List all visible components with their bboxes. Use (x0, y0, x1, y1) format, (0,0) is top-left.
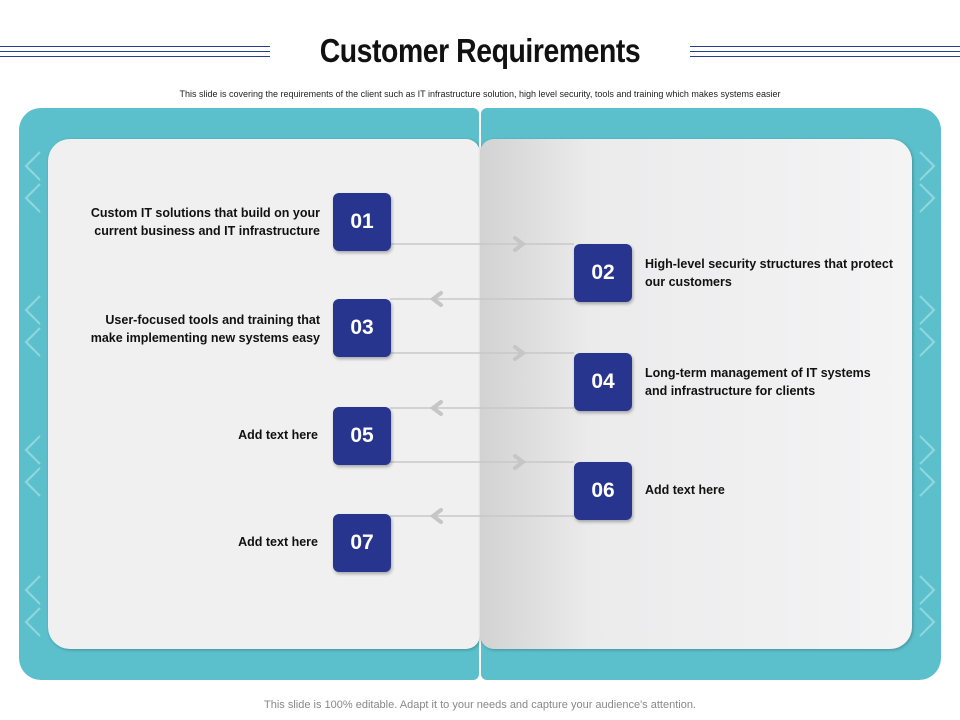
step-number-02: 02 (574, 244, 632, 302)
chevron-decoration-right-1 (919, 151, 936, 213)
book-page-left (48, 139, 480, 649)
step-text-07: Add text here (238, 535, 318, 549)
step-text-05: Add text here (238, 428, 318, 442)
step-text-04: Long-term management of IT systems and i… (645, 366, 871, 398)
slide-title: Customer Requirements (319, 32, 641, 69)
arrow-left-icon (429, 508, 443, 524)
step-text-01: Custom IT solutions that build on your c… (90, 206, 320, 238)
slide-subtitle: This slide is covering the requirements … (179, 89, 781, 99)
step-text-03: User-focused tools and training that mak… (90, 313, 320, 345)
header-rule-left (0, 46, 270, 62)
step-text-02: High-level security structures that prot… (645, 257, 893, 289)
step-number-04: 04 (574, 353, 632, 411)
book-page-right (480, 139, 912, 649)
arrow-right-icon (513, 345, 527, 361)
chevron-decoration-left-4 (24, 575, 41, 637)
footer-note: This slide is 100% editable. Adapt it to… (264, 699, 696, 711)
step-text-06: Add text here (645, 483, 725, 497)
chevron-decoration-right-2 (919, 295, 936, 357)
step-number-01: 01 (333, 193, 391, 251)
chevron-decoration-left-1 (24, 151, 41, 213)
step-number-03: 03 (333, 299, 391, 357)
header-rule-right (690, 46, 960, 62)
step-number-06: 06 (574, 462, 632, 520)
arrow-right-icon (513, 454, 527, 470)
step-number-05: 05 (333, 407, 391, 465)
chevron-decoration-left-2 (24, 295, 41, 357)
chevron-decoration-right-3 (919, 435, 936, 497)
arrow-right-icon (513, 236, 527, 252)
arrow-left-icon (429, 400, 443, 416)
step-number-07: 07 (333, 514, 391, 572)
chevron-decoration-left-3 (24, 435, 41, 497)
chevron-decoration-right-4 (919, 575, 936, 637)
arrow-left-icon (429, 291, 443, 307)
